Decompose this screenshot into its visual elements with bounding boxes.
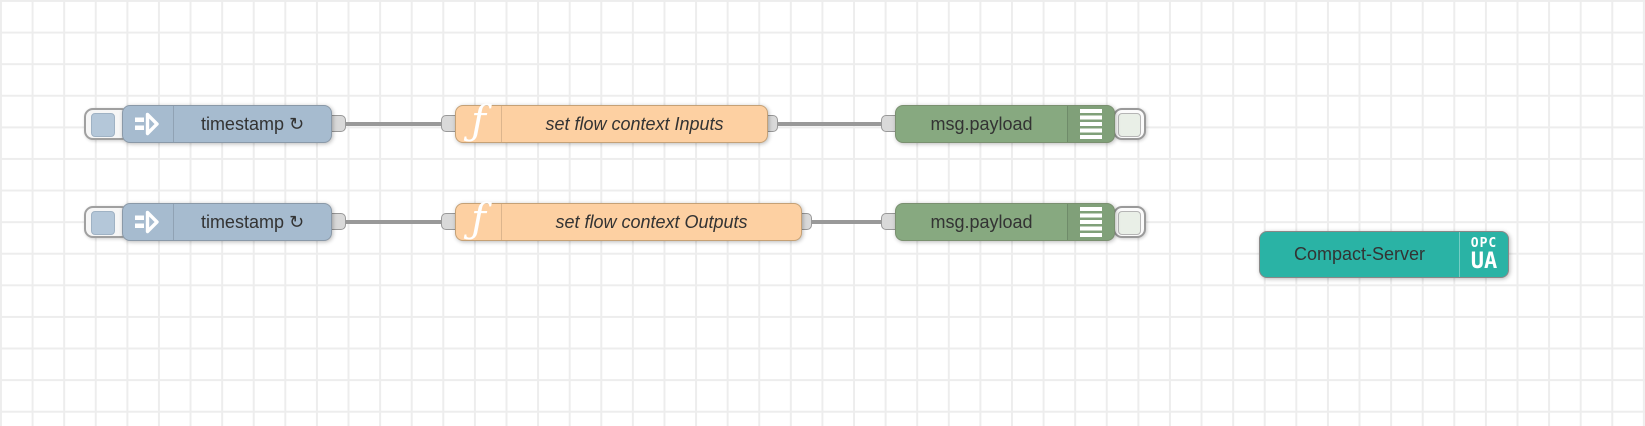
debug-node[interactable]: msg.payload — [895, 105, 1115, 143]
function-f-icon: ƒ — [456, 199, 502, 240]
wire-function-to-debug[interactable] — [770, 122, 893, 126]
debug-node-label: msg.payload — [930, 211, 1033, 232]
opcua-compact-server-node[interactable]: Compact-Server OPC UA — [1259, 231, 1509, 278]
inject-button-pad[interactable] — [91, 211, 115, 235]
inject-button-pad[interactable] — [91, 113, 115, 137]
opcua-logo-icon: OPC UA — [1459, 232, 1508, 277]
inject-arrow-icon — [123, 106, 174, 142]
wire-inject-to-function[interactable] — [336, 220, 453, 224]
repeat-indicator-icon: ↻ — [288, 211, 305, 232]
repeat-indicator-icon: ↻ — [288, 113, 305, 134]
function-f-icon: ƒ — [456, 101, 502, 142]
function-node-label: set flow context Outputs — [555, 211, 748, 232]
inject-node[interactable]: timestamp↻ — [122, 105, 332, 143]
debug-node[interactable]: msg.payload — [895, 203, 1115, 241]
function-node[interactable]: ƒ set flow context Outputs — [455, 199, 802, 241]
server-node-label: Compact-Server — [1293, 244, 1426, 264]
inject-node[interactable]: timestamp↻ — [122, 203, 332, 241]
function-node-label: set flow context Inputs — [545, 113, 724, 134]
debug-toggle-pad[interactable] — [1118, 211, 1141, 235]
function-node[interactable]: ƒ set flow context Inputs — [455, 101, 768, 143]
wire-inject-to-function[interactable] — [336, 122, 453, 126]
inject-node-label: timestamp↻ — [200, 113, 305, 134]
debug-lines-icon — [1067, 106, 1114, 142]
debug-node-label: msg.payload — [930, 113, 1033, 134]
wire-function-to-debug[interactable] — [804, 220, 893, 224]
inject-arrow-icon — [123, 204, 174, 240]
debug-toggle-pad[interactable] — [1118, 113, 1141, 137]
inject-node-label: timestamp↻ — [200, 211, 305, 232]
debug-toggle-button[interactable] — [1113, 108, 1146, 140]
debug-lines-icon — [1067, 204, 1114, 240]
debug-toggle-button[interactable] — [1113, 206, 1146, 238]
